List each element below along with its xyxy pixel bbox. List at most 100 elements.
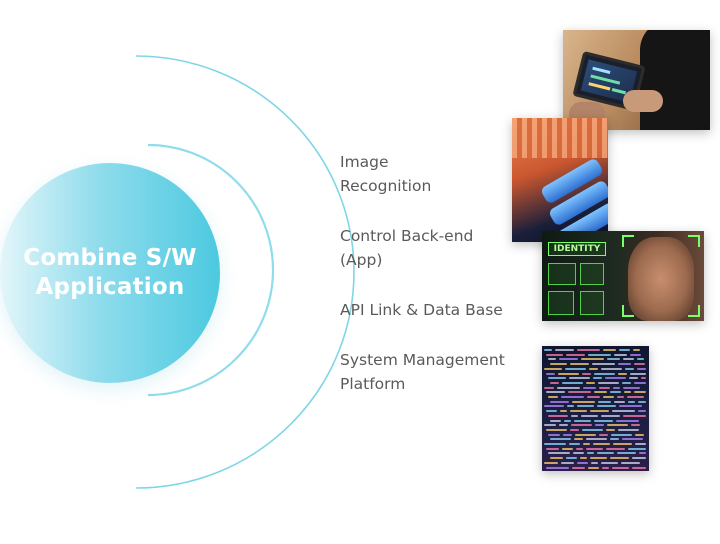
code-line-segment [559,424,568,427]
code-line-segment [564,419,571,422]
code-line-segment [572,400,595,403]
code-line-segment [559,358,578,361]
face [628,237,694,321]
code-line-segment [594,419,613,422]
tablet-photo [563,30,710,130]
code-line-segment [630,353,641,356]
code-line-segment [544,443,566,445]
code-line-segment [628,400,635,403]
code-line-segment [573,452,584,455]
code-line-segment [544,424,556,427]
code-line-segment [555,349,574,351]
identity-label: IDENTITY [548,242,606,256]
source-code-photo [542,346,649,471]
code-line-segment [566,353,585,356]
network-cable-photo [512,118,608,242]
code-line-segment [586,438,607,441]
hand [623,90,663,112]
code-line-segment [632,457,646,460]
code-line-segment [544,461,558,464]
code-line-segment [581,414,598,417]
feature-api-link-data-base: API Link & Data Base [340,301,503,319]
code-line-segment [603,349,616,351]
code-line-segment [550,457,563,460]
code-line-segment [641,377,646,380]
code-line-segment [628,447,646,450]
outer-arc [135,55,355,489]
code-line-segment [634,363,645,366]
center-title: Combine S/W Application [23,245,197,300]
code-line-segment [546,410,557,413]
code-line-segment [605,377,626,380]
code-line-segment [570,428,579,431]
code-line-segment [561,461,574,464]
code-line-segment [563,433,572,436]
code-line-segment [593,377,602,380]
code-line-segment [562,381,583,384]
code-line-segment [637,358,644,361]
code-line-segment [627,396,644,398]
code-line-segment [548,377,566,380]
code-line-segment [606,428,615,431]
code-line-segment [566,457,577,460]
code-line-segment [550,381,559,384]
code-line-segment [558,372,579,375]
code-line-segment [581,358,604,361]
code-line-segment [637,367,646,370]
code-line-segment [571,424,592,427]
code-line-segment [613,443,632,445]
code-line-segment [570,363,589,366]
scan-bracket [688,305,700,317]
code-line-segment [577,349,600,351]
code-line-segment [629,377,638,380]
code-line-segment [610,391,621,394]
code-line-segment [577,461,588,464]
code-line-segment [639,452,646,455]
code-line-segment [598,400,611,403]
code-line-segment [590,457,607,460]
code-line-segment [544,349,552,351]
code-line-segment [610,438,619,441]
code-line-segment [548,433,560,436]
code-line-segment [546,353,563,356]
code-line-segment [607,358,620,361]
code-line-segment [580,457,587,460]
code-line-segment [550,363,567,366]
code-line-segment [610,457,629,460]
code-line-segment [607,424,628,427]
code-line-segment [590,410,609,413]
code-line-segment [586,381,595,384]
code-line-segment [618,363,631,366]
code-line-segment [617,452,636,455]
code-line-segment [562,447,573,450]
code-line-segment [550,419,561,422]
code-line-segment [614,353,627,356]
feature-control-back-end: Control Back-end (App) [340,227,474,269]
code-line-segment [614,400,625,403]
code-line-segment [548,358,556,361]
code-line-segment [569,377,590,380]
code-line-segment [612,466,629,469]
inner-arc [147,143,275,397]
code-line-segment [593,443,610,445]
code-line-segment [603,396,614,398]
code-line-segment [638,410,646,413]
code-line-segment [583,386,596,389]
code-line-segment [618,372,627,375]
code-line-segment [588,353,611,356]
scan-panel [548,291,574,315]
scan-panel [580,263,604,285]
scan-bracket [688,235,700,247]
code-line-segment [586,447,603,450]
code-line-segment [557,386,580,389]
code-line-segment [602,466,609,469]
code-line-segment [589,367,598,370]
scan-panel [580,291,604,315]
code-line-segment [611,433,632,436]
code-line-segment [623,358,634,361]
code-line-segment [613,386,620,389]
code-line-segment [619,349,630,351]
code-line-segment [635,433,644,436]
combine-sw-application-circle: Combine S/W Application [0,163,220,383]
code-line-segment [617,396,624,398]
